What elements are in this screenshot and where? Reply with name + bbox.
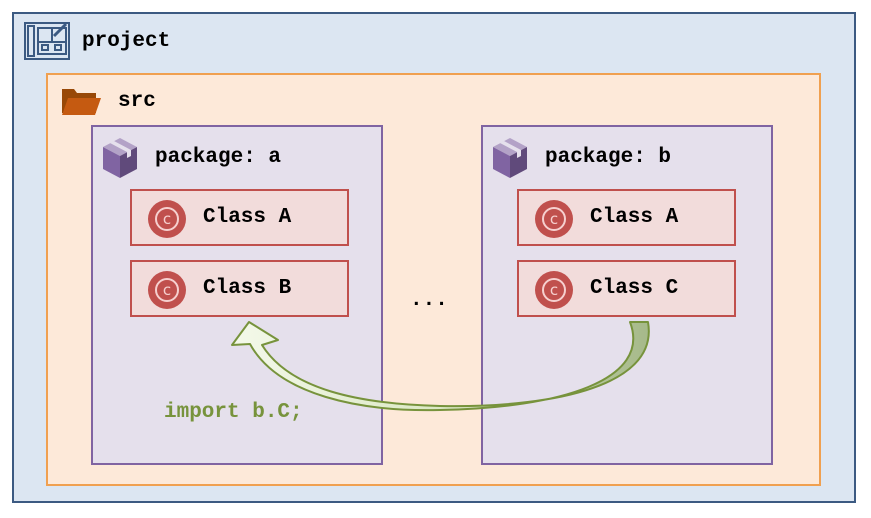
class-label: Class A [203,206,292,229]
class-c-icon: c [535,200,573,238]
project-label: project [82,30,171,53]
package-box-icon [493,138,527,178]
class-c-icon: c [535,271,573,309]
class-label: Class A [590,206,679,229]
class-c-in-package-b[interactable]: c Class C [517,260,736,317]
class-c-icon: c [148,200,186,238]
class-b-in-package-a[interactable]: c Class B [130,260,349,317]
import-statement: import b.C; [164,401,303,424]
blueprint-icon [24,22,70,60]
ellipsis: ... [410,289,448,312]
package-a-label: package: a [155,146,282,169]
package-b-label: package: b [545,146,672,169]
package-box-icon [103,138,137,178]
class-c-icon: c [148,271,186,309]
class-label: Class C [590,277,679,300]
folder-icon [62,89,101,115]
class-label: Class B [203,277,292,300]
src-label: src [118,90,156,113]
class-a-in-package-b[interactable]: c Class A [517,189,736,246]
class-a-in-package-a[interactable]: c Class A [130,189,349,246]
